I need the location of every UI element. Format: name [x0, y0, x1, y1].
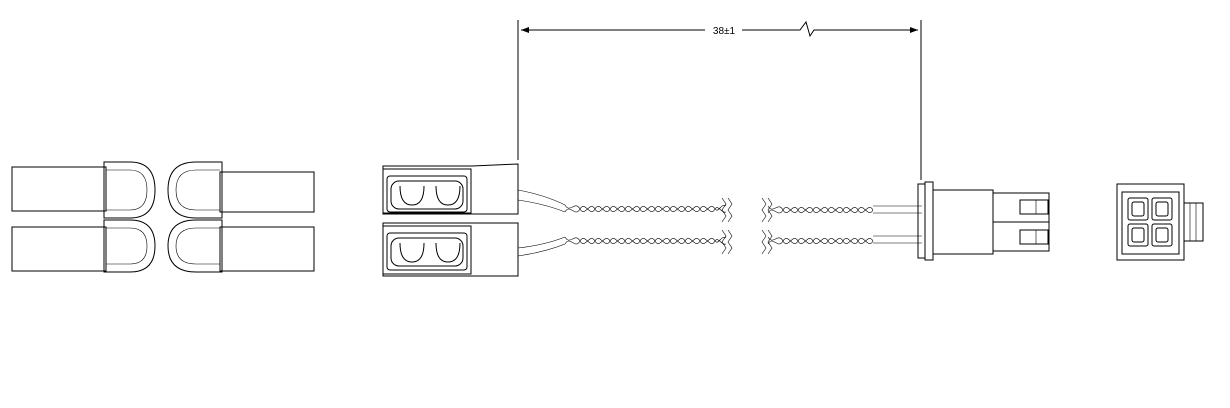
dimension-label: 38±1	[713, 26, 736, 37]
receptacle-housing-lower	[382, 222, 519, 277]
twisted-wire-pair-lower-right	[761, 229, 922, 255]
twisted-wire-pair-lower-left	[517, 229, 733, 257]
twisted-wire-pair-upper-right	[761, 197, 922, 223]
twisted-wire-pair-upper-left	[517, 189, 733, 223]
terminal-side-view	[11, 161, 315, 273]
receptacle-housing-upper	[382, 163, 519, 215]
length-dimension: 38±1	[517, 20, 922, 180]
connector-end-view	[1116, 183, 1204, 261]
plug-connector-side-view	[917, 181, 1050, 261]
